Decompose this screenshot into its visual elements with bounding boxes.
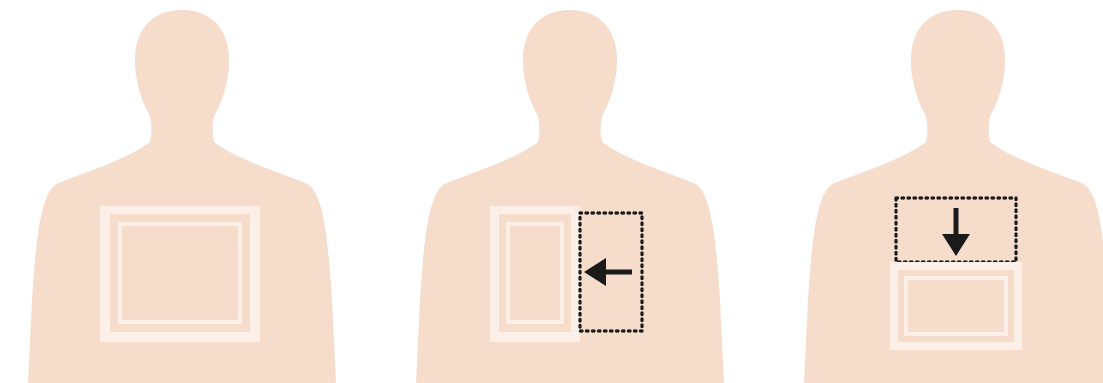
panel-2-svg <box>410 0 730 383</box>
panel-shrink-left <box>410 0 730 383</box>
panel-3-svg <box>798 0 1103 383</box>
patch-rectangle-icon <box>100 206 260 342</box>
patch-rectangle-icon <box>890 262 1022 350</box>
panel-original-placement <box>22 0 342 383</box>
panel-1-svg <box>22 0 342 383</box>
panel-move-down <box>798 0 1103 383</box>
patch-rectangle-icon <box>490 206 580 342</box>
